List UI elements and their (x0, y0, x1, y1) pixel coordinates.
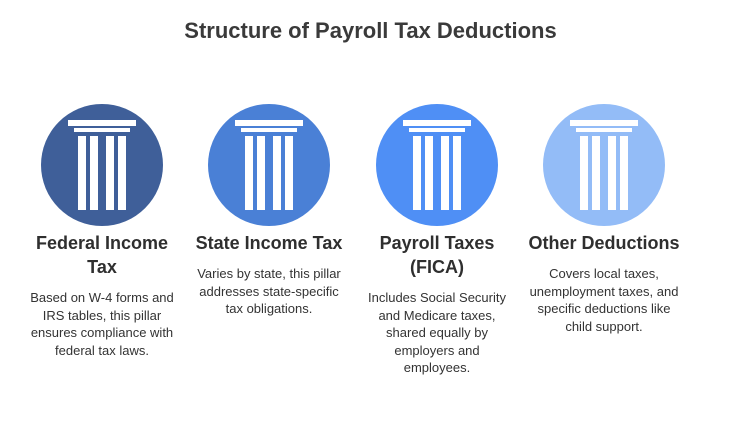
pillar-title: Payroll Taxes (FICA) (379, 233, 495, 277)
column-icon (235, 120, 303, 210)
pillar-payroll-taxes-fica: Payroll Taxes (FICA) Includes Social Sec… (352, 104, 522, 377)
pillar-other-deductions: Other Deductions Covers local taxes, une… (519, 104, 689, 335)
column-icon (570, 120, 638, 210)
pillar-description: Varies by state, this pillar addresses s… (197, 266, 341, 316)
page-title: Structure of Payroll Tax Deductions (184, 18, 557, 43)
pillar-title: Federal Income Tax (35, 233, 169, 277)
pillar-title: Other Deductions (528, 233, 680, 253)
pillar-title: State Income Tax (195, 233, 343, 253)
pillar-description: Covers local taxes, unemployment taxes, … (529, 266, 679, 334)
pillar-circle (543, 104, 665, 226)
pillar-circle (376, 104, 498, 226)
pillar-circle (208, 104, 330, 226)
pillar-description: Based on W-4 forms and IRS tables, this … (30, 290, 174, 358)
column-icon (403, 120, 471, 210)
pillar-circle (41, 104, 163, 226)
pillar-federal-income-tax: Federal Income Tax Based on W-4 forms an… (17, 104, 187, 359)
pillar-description: Includes Social Security and Medicare ta… (367, 290, 506, 375)
column-icon (68, 120, 136, 210)
pillar-state-income-tax: State Income Tax Varies by state, this p… (184, 104, 354, 318)
